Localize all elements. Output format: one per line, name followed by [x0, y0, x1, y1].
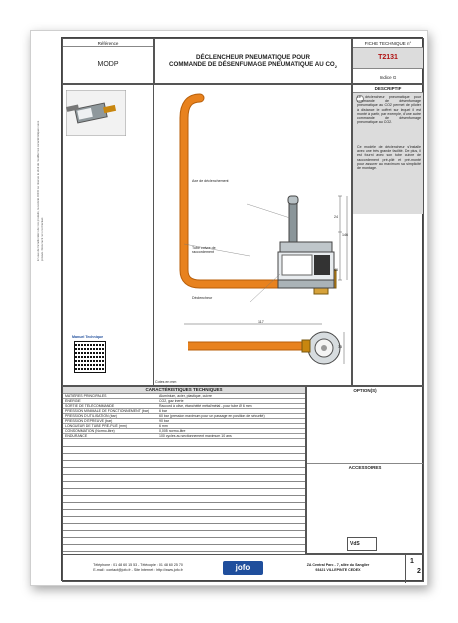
- characteristics-row: ENDURANCE 100 cycles au sectionnement max…: [63, 434, 305, 439]
- reference-box: Référence MODP: [62, 38, 154, 84]
- reference-value: MODP: [97, 61, 119, 68]
- options-heading: OPTION(S): [353, 388, 377, 393]
- characteristic-key: PRESSION D'ÉPREUVE (bar): [65, 419, 113, 423]
- sheet-label: FICHE TECHNIQUE n°: [364, 41, 412, 46]
- photo-column: [62, 84, 154, 386]
- manual-label: Manuel Technique: [72, 335, 104, 339]
- characteristic-value: Raccord à olive, étanchéité métal/métal …: [159, 404, 252, 408]
- title-box: DÉCLENCHEUR PNEUMATIQUE POUR COMMANDE DE…: [154, 38, 352, 84]
- sheet-number: T2131: [378, 54, 398, 61]
- characteristic-value: CO2, gaz inerte: [159, 399, 184, 403]
- empty-rows: [63, 440, 305, 554]
- sheet-number-box: FICHE TECHNIQUE n° T2131 Indice G: [352, 38, 424, 84]
- characteristic-value: 60 bar (pression maximum pour un passage…: [159, 414, 265, 418]
- characteristic-key: PRESSION D'UTILISATION (bar): [65, 414, 117, 418]
- side-disclaimer: En vue de l'amélioration de nos produits…: [36, 120, 44, 261]
- characteristics-row: CONSOMMATION (Normo-litre) 0,005 normo-li…: [63, 429, 305, 434]
- vds-label: VdS: [350, 541, 360, 547]
- characteristics-row: PRESSION D'UTILISATION (bar) 60 bar (pres…: [63, 414, 305, 419]
- characteristic-value: Aluminium, acier, plastique, cuivre: [159, 394, 212, 398]
- reference-label: Référence: [97, 41, 119, 46]
- vds-cert-badge: VdS: [347, 537, 377, 551]
- dim-46: 46: [334, 268, 338, 272]
- characteristics-table: CARACTÉRISTIQUES TECHNIQUES MATIÈRES PRI…: [62, 386, 306, 554]
- characteristic-key: PRESSION MINIMALE DE FONCTIONNEMENT (bar…: [65, 409, 150, 413]
- footer-phone: Téléphone : 01 48 60 15 53 - Télécopie :…: [93, 563, 183, 567]
- characteristic-value: 6 bar: [159, 409, 167, 413]
- description-text2: Ce modèle de déclencheur s'installe avec…: [357, 145, 421, 171]
- label-declencheur: Déclencheur: [192, 296, 213, 300]
- description-panel: DESCRIPTIF Le déclencheur pneumatique po…: [352, 84, 424, 386]
- footer: Téléphone : 01 48 60 15 53 - Télécopie :…: [62, 554, 425, 583]
- description-text1: Le déclencheur pneumatique pour commande…: [357, 95, 421, 125]
- characteristics-heading: CARACTÉRISTIQUES TECHNIQUES: [63, 387, 305, 394]
- characteristic-value: 90 bar: [159, 419, 169, 423]
- qr-code[interactable]: [74, 341, 106, 373]
- dim-117: 117: [258, 320, 264, 324]
- units-note: Cotes en mm: [155, 380, 177, 384]
- characteristics-row: LONGUEUR DE TUBE PRÉ-PLIÉ (mm) 6 mm: [63, 424, 305, 429]
- title-line1: DÉCLENCHEUR PNEUMATIQUE POUR: [195, 54, 310, 61]
- characteristic-key: ÉNERGIE: [65, 399, 81, 403]
- jofo-logo: jofo: [223, 561, 263, 575]
- characteristic-key: CONSOMMATION (Normo-litre): [65, 429, 115, 433]
- characteristics-row: ÉNERGIE CO2, gaz inerte: [63, 399, 305, 404]
- label-axe: Axe de déclenchement: [192, 179, 229, 183]
- dim-24: 24: [334, 215, 338, 219]
- characteristics-row: PRESSION D'ÉPREUVE (bar) 90 bar: [63, 419, 305, 424]
- characteristics-row: MATIÈRES PRINCIPALES Aluminium, acier, pl…: [63, 394, 305, 399]
- document-sheet: En vue de l'amélioration de nos produits…: [30, 30, 428, 586]
- footer-address1: ZA Central Parc - 7, allée du Sanglier: [306, 563, 370, 567]
- dim-146: 146: [342, 233, 348, 237]
- title-line2: COMMANDE DE DÉSENFUMAGE PNEUMATIQUE AU C…: [169, 61, 337, 70]
- page-number: 1 2: [405, 555, 425, 583]
- document-frame: Référence MODP DÉCLENCHEUR PNEUMATIQUE P…: [61, 37, 425, 583]
- options-panel: OPTION(S) ACCESSOIRES VdS: [306, 386, 424, 554]
- technical-drawing: [179, 93, 348, 365]
- index: Indice G: [379, 75, 397, 80]
- characteristics-row: PRESSION MINIMALE DE FONCTIONNEMENT (bar…: [63, 409, 305, 414]
- footer-email[interactable]: E-mail : contact@jofo.fr - Site Internet…: [93, 568, 183, 572]
- characteristic-key: LONGUEUR DE TUBE PRÉ-PLIÉ (mm): [65, 424, 127, 428]
- characteristic-key: SORTIE DE TÉLÉCOMMANDE: [65, 404, 115, 408]
- characteristic-value: 6 mm: [159, 424, 168, 428]
- dim-35: 35: [338, 345, 342, 349]
- characteristic-value: 100 cycles au sectionnement maximum 10 a…: [159, 434, 232, 438]
- characteristic-key: ENDURANCE: [65, 434, 88, 438]
- description-heading: DESCRIPTIF: [374, 86, 402, 91]
- label-tube: Tube cuivre de raccordement: [192, 246, 216, 255]
- characteristics-row: SORTIE DE TÉLÉCOMMANDE Raccord à olive, é…: [63, 404, 305, 409]
- characteristic-key: MATIÈRES PRINCIPALES: [65, 394, 107, 398]
- footer-address2: 93421 VILLEPINTE CEDEX: [315, 568, 361, 572]
- characteristic-value: 0,005 normo-litre: [159, 429, 186, 433]
- drawing-area: [154, 84, 352, 386]
- product-photo: [66, 90, 126, 136]
- accessories-heading: ACCESSOIRES: [307, 463, 423, 470]
- info-icon: [356, 95, 364, 103]
